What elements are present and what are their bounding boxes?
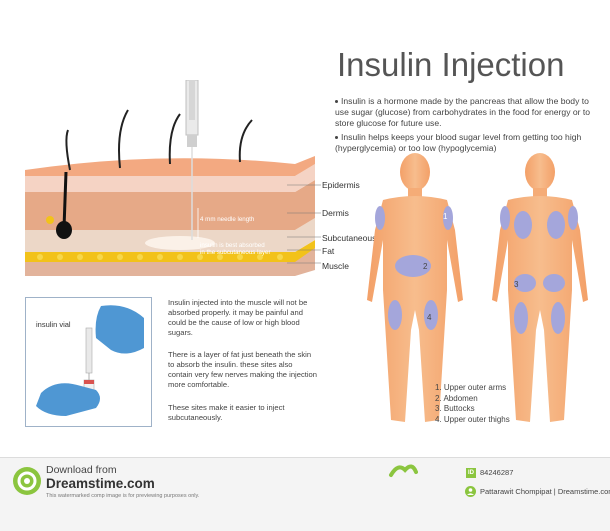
vial-label: insulin vial: [36, 320, 71, 329]
absorption-label-line1: insulin is best absorbed: [200, 242, 265, 249]
marker-4: 4: [427, 313, 432, 322]
page-title: Insulin Injection: [337, 46, 565, 83]
insulin-deposit: [145, 236, 215, 250]
id-badge: ID: [466, 468, 476, 478]
bullet-dot: [335, 136, 338, 140]
marker-1: 1: [443, 212, 448, 221]
subcutaneous-layer: [25, 218, 315, 252]
epidermis-layer: [25, 164, 315, 192]
back-site-thigh-right: [551, 302, 565, 334]
vial-syringe: [85, 327, 93, 374]
author-icon: [465, 486, 476, 497]
hair: [65, 129, 71, 171]
upper-glove-hand: [95, 305, 144, 354]
paragraph-subcutaneous: These sites make it easier to inject sub…: [168, 403, 285, 422]
front-site-abdomen: [395, 255, 431, 277]
back-site-shoulder-left: [514, 211, 532, 239]
label-muscle: Muscle: [322, 261, 349, 271]
back-site-buttock-left: [514, 274, 536, 292]
bullet-insulin-benefit: Insulin helps keeps your blood sugar lev…: [335, 132, 605, 154]
absorption-label-line2: in the subcutaneous layer: [200, 249, 271, 256]
dreamstime-watermark-icon: [389, 464, 418, 477]
hair-follicle: [56, 221, 72, 239]
image-id: 84246287: [480, 468, 514, 477]
front-site-arm-right: [443, 206, 453, 230]
body-injection-sites-illustration: [367, 153, 588, 422]
bullet-text: Insulin helps keeps your blood sugar lev…: [335, 132, 582, 153]
site-name[interactable]: Dreamstime.com: [46, 476, 155, 491]
paragraph-muscle-warning: Insulin injected into the muscle will no…: [168, 298, 308, 337]
back-site-shoulder-right: [547, 211, 565, 239]
disclaimer-text: This watermarked comp image is for previ…: [46, 493, 200, 499]
back-site-arm-left: [500, 206, 510, 230]
paragraph-fat-layer: There is a layer of fat just beneath the…: [168, 350, 317, 389]
footer-bar: Download from Dreamstime.com This waterm…: [0, 457, 610, 531]
insulin-vial-panel: insulin vial: [25, 297, 152, 427]
skin-surface: [25, 156, 315, 176]
front-head: [400, 153, 430, 191]
author-credit[interactable]: Pattarawit Chompipat | Dreamstime.com: [480, 487, 610, 496]
label-epidermis: Epidermis: [322, 180, 360, 190]
dreamstime-logo-icon: [13, 467, 41, 495]
hair: [168, 113, 181, 165]
bullet-insulin-definition: Insulin is a hormone made by the pancrea…: [335, 96, 605, 129]
marker-2: 2: [423, 262, 428, 271]
legend-item: 2. Abdomen: [435, 393, 478, 403]
back-body-figure: [492, 153, 588, 422]
vial-illustration: [36, 305, 144, 416]
syringe-hub: [187, 135, 197, 147]
front-torso: [367, 196, 463, 422]
bullet-text: Insulin is a hormone made by the pancrea…: [335, 96, 591, 128]
back-torso: [492, 196, 588, 422]
skin-cross-section-illustration: [25, 80, 315, 276]
legend-item: 3. Buttocks: [435, 404, 475, 413]
hair: [238, 119, 253, 163]
legend-item: 4. Upper outer thighs: [435, 414, 510, 424]
front-body-figure: [367, 153, 463, 422]
marker-3: 3: [514, 280, 519, 289]
back-site-thigh-left: [514, 302, 528, 334]
label-subcutaneous: Subcutaneous: [322, 233, 377, 243]
vial-cap: [84, 380, 94, 384]
layer-leader-lines: [287, 184, 321, 264]
front-site-thigh-left: [388, 300, 402, 330]
legend-item: 1. Upper outer arms: [435, 383, 507, 392]
back-site-buttock-right: [543, 274, 565, 292]
injection-sites-legend: 1. Upper outer arms 2. Abdomen 3. Buttoc…: [435, 383, 510, 425]
sebaceous-gland: [46, 216, 54, 224]
back-site-arm-right: [568, 206, 578, 230]
hair: [118, 109, 129, 169]
front-site-thigh-right: [424, 300, 438, 330]
fat-globules: [37, 254, 283, 260]
label-dermis: Dermis: [322, 208, 349, 218]
label-fat: Fat: [322, 246, 335, 256]
bullet-dot: [335, 100, 338, 104]
back-head: [525, 153, 555, 191]
front-site-arm-left: [375, 206, 385, 230]
syringe-plunger: [189, 80, 195, 120]
lower-glove-hand: [36, 383, 100, 416]
needle-length-label: 4 mm needle length: [200, 216, 255, 223]
download-from-text: Download from: [46, 464, 117, 476]
dermis-layer: [25, 180, 315, 230]
